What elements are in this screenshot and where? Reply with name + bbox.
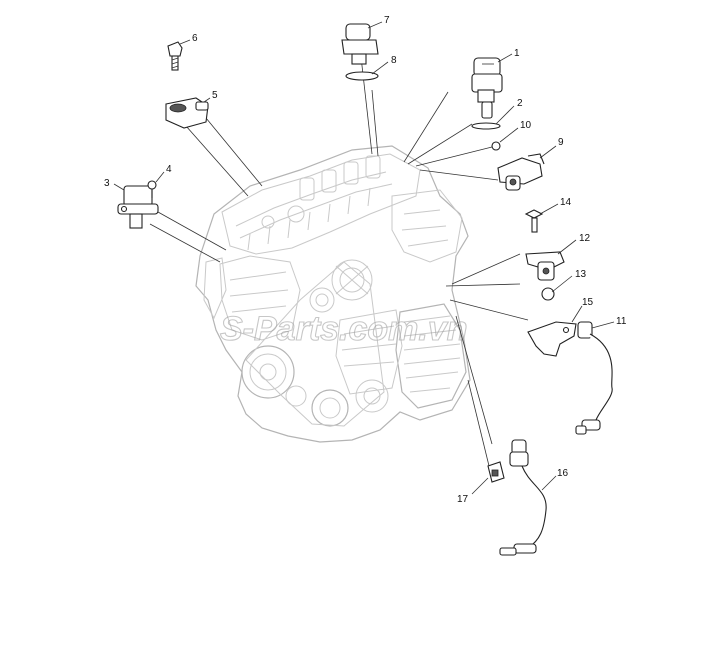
callout-11: 11 [616,316,627,327]
callout-14: 14 [560,197,572,208]
part-6-bolt[interactable] [167,41,183,71]
callout-1: 1 [514,48,520,59]
part-2-o-ring[interactable] [471,122,501,130]
engine-block [195,145,471,443]
callout-5: 5 [212,90,218,101]
callout-9: 9 [558,137,564,148]
callout-2: 2 [517,98,523,109]
callout-12: 12 [579,233,591,244]
part-7-switch[interactable] [341,23,379,65]
callout-7: 7 [384,15,390,26]
part-10-washer[interactable] [491,141,501,151]
callout-15: 15 [582,297,594,308]
part-1-sensor[interactable] [471,57,503,119]
callout-10: 10 [520,120,532,131]
part-16-o2-sensor[interactable] [499,439,547,556]
callout-8: 8 [391,55,397,66]
part-15-bracket[interactable] [527,321,577,357]
callout-17: 17 [457,494,469,505]
part-17-clip[interactable] [487,461,505,483]
part-8-gasket[interactable] [345,71,379,81]
part-13-o-ring[interactable] [541,287,555,301]
part-4-bolt[interactable] [147,180,157,198]
watermark-text: S-Parts.com.vn [220,310,468,348]
callout-leaders [113,21,615,495]
callout-6: 6 [192,33,198,44]
part-11-o2-sensor[interactable] [575,321,613,435]
part-14-bolt[interactable] [524,209,544,233]
callout-3: 3 [104,178,110,189]
callout-13: 13 [575,269,587,280]
part-9-cam-sensor[interactable] [497,153,545,191]
part-5-knock-sensor[interactable] [165,97,209,129]
part-12-crank-sensor[interactable] [525,251,565,281]
callout-4: 4 [166,164,172,175]
callout-16: 16 [557,468,569,479]
callout-numbers: 1 2 3 4 5 6 7 8 9 10 11 12 13 14 15 16 1… [104,15,627,505]
leader-lines [149,47,529,471]
